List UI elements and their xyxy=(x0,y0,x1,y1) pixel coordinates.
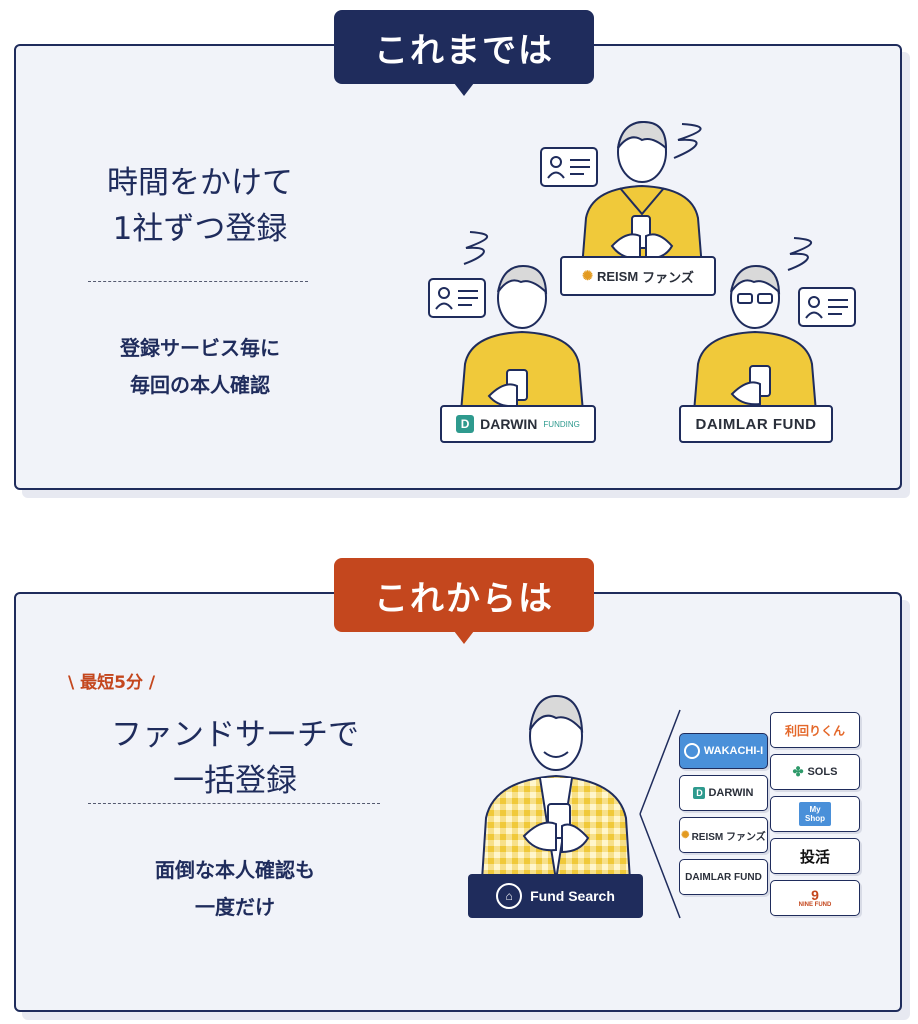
before-tag-text: これまでは xyxy=(374,30,554,71)
connector-lines xyxy=(639,709,681,919)
reism-logo-text: REISM xyxy=(596,268,639,284)
fund-tile-label: 利回りくん xyxy=(784,723,845,738)
before-sub-line1: 登録サービス毎に xyxy=(120,336,280,360)
stress-swirl-icon xyxy=(787,237,812,271)
before-heading-tag: これまでは xyxy=(334,10,594,96)
fund-tile-label: 投活 xyxy=(799,848,830,866)
person-illustration xyxy=(459,264,585,412)
after-heading-tag: これからは xyxy=(334,558,594,644)
sols-leaf-icon: ✤ xyxy=(792,764,804,779)
reism-logo-plate: ✺ REISM ファンズ xyxy=(560,256,716,296)
id-card-icon xyxy=(798,287,856,327)
reism-logo-sub: ファンズ xyxy=(642,269,694,285)
person-illustration xyxy=(480,694,632,880)
reism-sun-icon: ✺ xyxy=(681,829,690,841)
fund-tile-reism: ✺ REISM ファンズ xyxy=(679,817,768,853)
fund-tile-nine: 9 NINE FUND xyxy=(770,880,860,916)
fund-tile-label: SOLS xyxy=(807,766,838,778)
fund-tile-label: My Shop xyxy=(799,802,831,826)
daimlar-logo-text: DAIMLAR FUND xyxy=(695,415,817,433)
darwin-logo-plate: D DARWIN FUNDING xyxy=(440,405,596,443)
darwin-logo-text: DARWIN xyxy=(480,416,538,432)
fund-tile-rimawari: 利回りくん xyxy=(770,712,860,748)
fund-search-logo-icon: ⌂ xyxy=(496,883,523,909)
after-divider xyxy=(88,803,380,804)
wakachi-ring-icon xyxy=(683,743,700,759)
shortest-badge: \ 最短5分 / xyxy=(68,673,156,693)
id-card-icon xyxy=(540,147,598,187)
id-card-icon xyxy=(428,278,486,318)
fund-tile-label: DAIMLAR FUND xyxy=(685,871,762,883)
before-subtext: 登録サービス毎に 毎回の本人確認 xyxy=(60,330,340,404)
after-subtext: 面倒な本人確認も 一度だけ xyxy=(70,852,400,926)
stress-swirl-icon xyxy=(463,231,488,265)
fund-tile-daimlar: DAIMLAR FUND xyxy=(679,859,768,895)
fund-tile-label: DARWIN xyxy=(708,787,754,799)
before-headline-line2: 1社ずつ登録 xyxy=(112,211,288,247)
before-headline: 時間をかけて 1社ずつ登録 xyxy=(60,160,340,252)
person-illustration xyxy=(580,120,704,268)
before-sub-line2: 毎回の本人確認 xyxy=(130,373,270,397)
fund-tile-myshop: My Shop xyxy=(770,796,860,832)
fund-tile-label: REISM ファンズ xyxy=(691,831,766,843)
fund-tile-toukatsu: 投活 xyxy=(770,838,860,874)
daimlar-logo-plate: DAIMLAR FUND xyxy=(679,405,833,443)
person-illustration xyxy=(692,264,818,412)
after-headline: ファンドサーチで 一括登録 xyxy=(70,712,400,804)
reism-sun-icon: ✺ xyxy=(582,268,593,283)
after-headline-line2: 一括登録 xyxy=(173,763,297,799)
before-divider xyxy=(88,281,308,282)
nine-mark-icon: 9 xyxy=(811,887,819,903)
fund-tile-wakachi: WAKACHI-I xyxy=(679,733,768,769)
fund-tile-sols: ✤ SOLS xyxy=(770,754,860,790)
after-sub-line1: 面倒な本人確認も xyxy=(155,858,315,882)
darwin-d-icon: D xyxy=(456,415,475,433)
after-sub-line2: 一度だけ xyxy=(195,895,275,919)
fund-tile-label: WAKACHI-I xyxy=(703,745,764,757)
after-headline-line1: ファンドサーチで xyxy=(111,717,359,753)
darwin-logo-sub: FUNDING xyxy=(543,419,580,429)
darwin-d-icon: D xyxy=(693,787,706,799)
fund-search-plate: ⌂ Fund Search xyxy=(468,874,643,918)
stress-swirl-icon xyxy=(673,123,702,159)
fund-tile-label: NINE FUND xyxy=(798,902,832,908)
before-headline-line1: 時間をかけて xyxy=(107,165,293,201)
fund-search-text: Fund Search xyxy=(530,888,615,904)
badge-text: 最短5分 xyxy=(80,673,143,693)
fund-tile-darwin: D DARWIN xyxy=(679,775,768,811)
after-tag-text: これからは xyxy=(374,578,554,619)
